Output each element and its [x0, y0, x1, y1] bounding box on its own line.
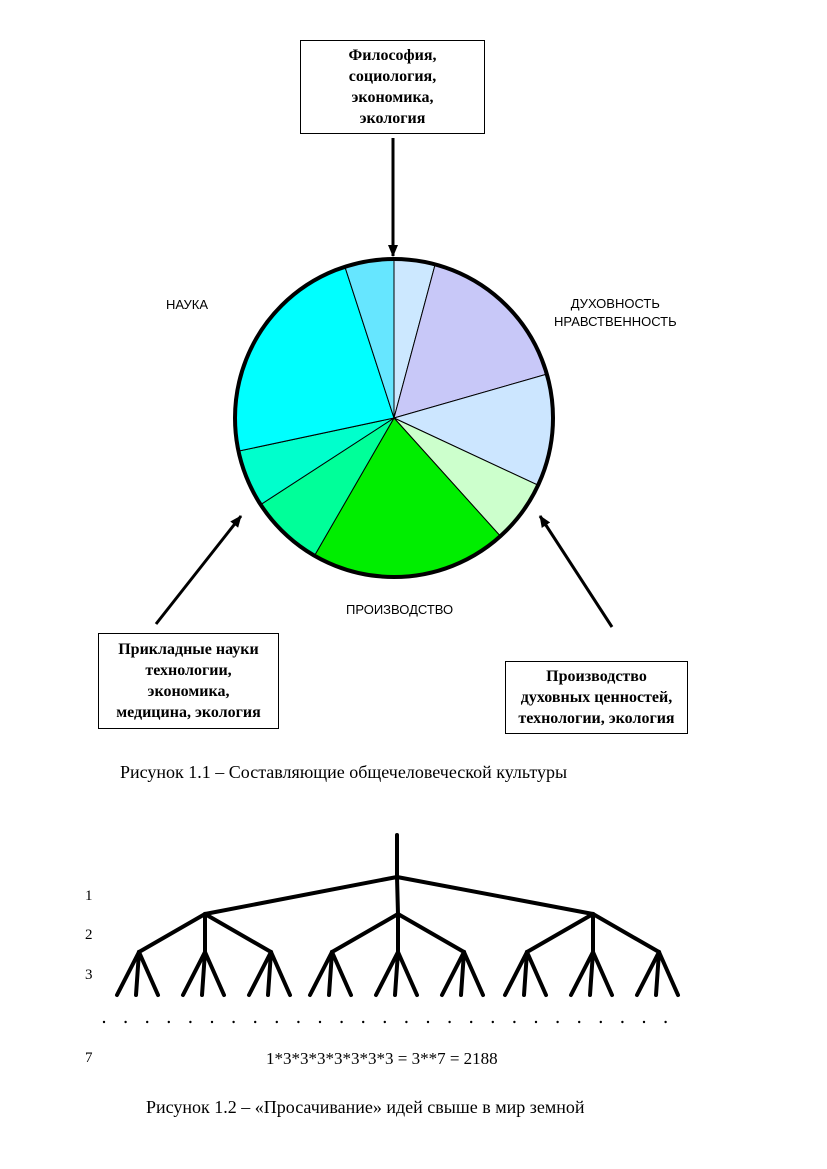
- level-label-7: 7: [85, 1050, 93, 1066]
- label-science: НАУКА: [166, 297, 208, 312]
- ellipsis-dot: [189, 1020, 192, 1024]
- tree-branch-level-3-9: [591, 912, 661, 954]
- level-label-2: 2: [85, 927, 93, 943]
- tree-leaf-20: [522, 950, 529, 997]
- ellipsis-dot: [470, 1020, 473, 1024]
- level-label-3: 3: [85, 967, 93, 983]
- growth-formula: 1*3*3*3*3*3*3*3 = 3**7 = 2188: [266, 1049, 498, 1068]
- tree-leaf-15: [396, 950, 419, 997]
- tree-leaf-26: [654, 950, 661, 997]
- tree-leaf-27: [657, 950, 680, 997]
- tree-leaf-7: [247, 950, 273, 997]
- ellipsis-dot: [275, 1020, 278, 1024]
- ellipsis-dot: [621, 1020, 624, 1024]
- tree-leaf-10: [308, 950, 334, 997]
- ellipsis-dot: [426, 1020, 430, 1024]
- ellipsis-dot: [146, 1020, 149, 1024]
- figure-2-caption: Рисунок 1.2 – «Просачивание» идей свыше …: [146, 1097, 585, 1117]
- ellipsis-dot: [448, 1020, 451, 1024]
- tree-branch-level-2-1: [203, 875, 399, 916]
- figure-1-caption: Рисунок 1.1 – Составляющие общечеловечес…: [120, 762, 568, 782]
- ellipsis-dot: [578, 1020, 581, 1024]
- ellipsis-dot: [167, 1020, 170, 1024]
- tree-branch-level-3-4: [330, 912, 400, 954]
- ellipsis-dots-row: [102, 1020, 667, 1024]
- philosophy-box: Философия, социология, экономика, эколог…: [300, 40, 485, 134]
- ellipsis-dot: [102, 1020, 106, 1024]
- culture-diagram: [154, 138, 614, 628]
- tree-leaf-18: [462, 950, 485, 997]
- ellipsis-dot: [491, 1020, 494, 1024]
- ellipsis-dot: [254, 1020, 257, 1024]
- tree-leaf-13: [374, 950, 400, 997]
- ellipsis-dot: [124, 1020, 127, 1024]
- tree-leaf-5: [200, 950, 207, 997]
- tree-branch-level-2-3: [395, 875, 595, 916]
- ellipsis-dot: [318, 1020, 322, 1024]
- ellipsis-dot: [297, 1020, 300, 1024]
- tree-leaf-16: [440, 950, 466, 997]
- level-label-1: 1: [85, 888, 93, 904]
- arrow-left: [154, 515, 243, 625]
- tree-leaf-6: [203, 950, 226, 997]
- tree-branch-level-3-7: [525, 912, 595, 954]
- tree-leaf-17: [459, 950, 466, 997]
- tree-branch-level-2-2: [395, 875, 400, 916]
- tree-leaf-19: [503, 950, 529, 997]
- ellipsis-dot: [513, 1020, 516, 1024]
- tree-branch-level-3-3: [203, 912, 273, 954]
- tree-leaf-24: [591, 950, 614, 997]
- label-spirituality: ДУХОВНОСТЬ НРАВСТВЕННОСТЬ: [554, 296, 677, 329]
- ellipsis-dot: [210, 1020, 214, 1024]
- label-production: ПРОИЗВОДСТВО: [346, 602, 454, 617]
- tree-leaf-25: [635, 950, 661, 997]
- ellipsis-dot: [340, 1020, 343, 1024]
- tree-leaf-12: [330, 950, 353, 997]
- ellipsis-dot: [534, 1020, 538, 1024]
- tree-leaf-22: [569, 950, 595, 997]
- pie-outline: [233, 257, 555, 579]
- tree-leaf-4: [181, 950, 207, 997]
- spiritual-production-box: Производство духовных ценностей, техноло…: [505, 661, 688, 734]
- tree-leaf-11: [327, 950, 334, 997]
- ellipsis-dot: [362, 1020, 365, 1024]
- tree-leaf-9: [269, 950, 292, 997]
- tree-branch-level-3-6: [396, 912, 466, 954]
- ellipsis-dot: [405, 1020, 408, 1024]
- ellipsis-dot: [642, 1020, 646, 1024]
- ellipsis-dot: [599, 1020, 602, 1024]
- tree-leaf-23: [588, 950, 595, 997]
- tree-leaf-21: [525, 950, 548, 997]
- tree-leaf-3: [137, 950, 160, 997]
- applied-sciences-box: Прикладные науки технологии, экономика, …: [98, 633, 279, 729]
- arrow-right: [538, 515, 614, 628]
- ellipsis-dot: [383, 1020, 386, 1024]
- idea-tree: [115, 833, 680, 997]
- ellipsis-dot: [664, 1020, 667, 1024]
- tree-leaf-8: [266, 950, 273, 997]
- tree-leaf-2: [134, 950, 141, 997]
- ellipsis-dot: [232, 1020, 235, 1024]
- tree-leaf-14: [393, 950, 400, 997]
- ellipsis-dot: [556, 1020, 559, 1024]
- tree-leaf-1: [115, 950, 141, 997]
- tree-branch-level-3-1: [137, 912, 207, 954]
